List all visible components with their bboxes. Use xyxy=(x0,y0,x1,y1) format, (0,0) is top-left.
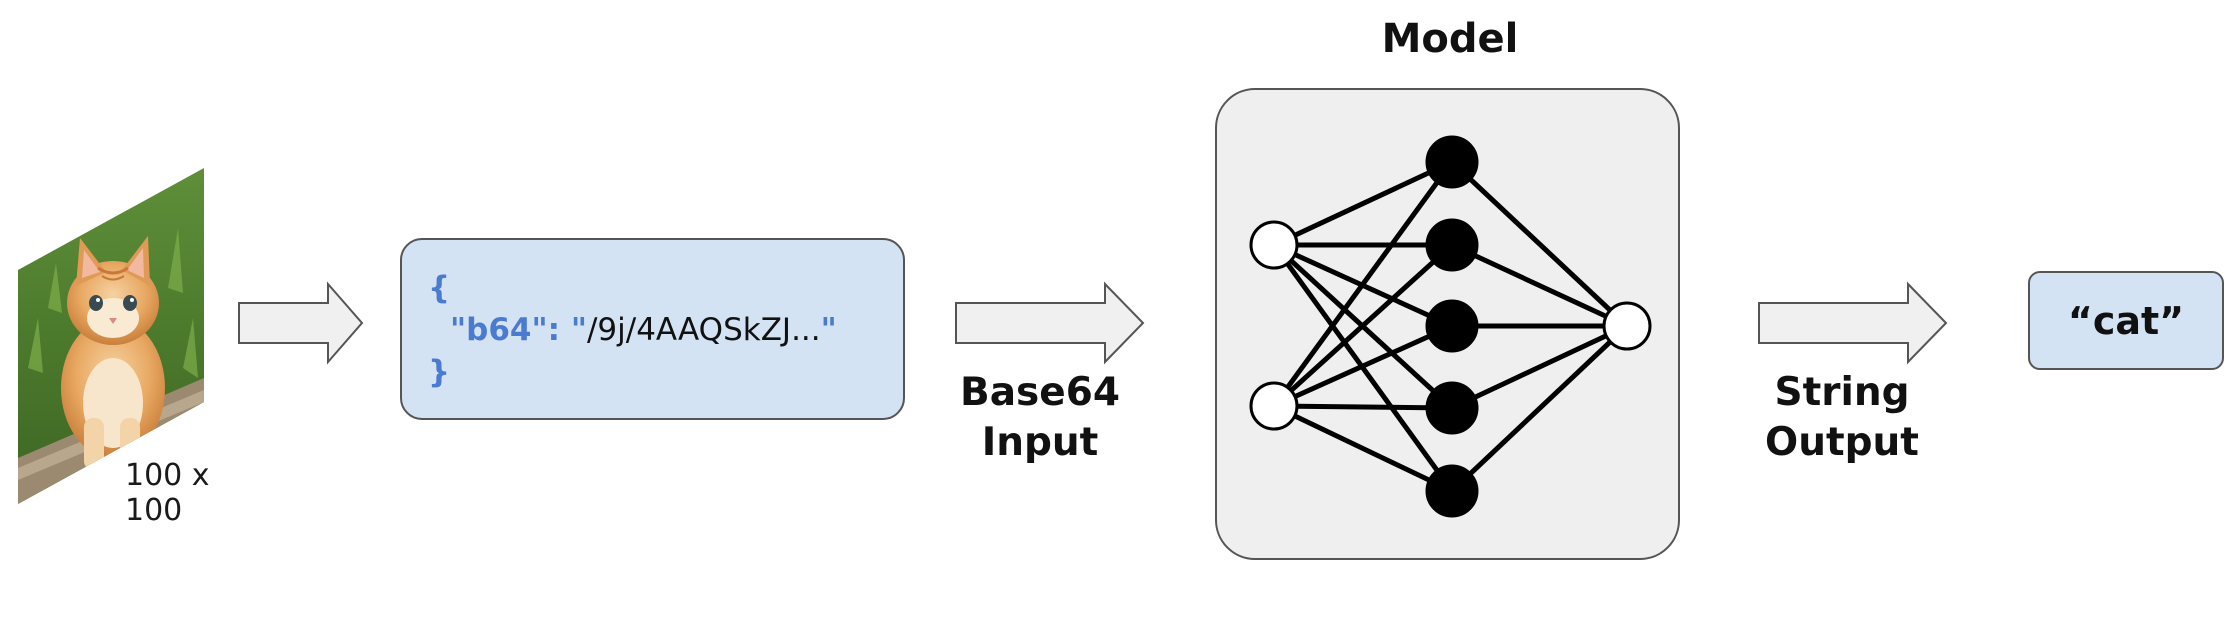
neural-network-icon xyxy=(1249,135,1652,518)
hidden-node xyxy=(1425,381,1479,435)
image-size-label: 100 x 100 xyxy=(125,458,210,528)
json-key-value-line: "b64": "/9j/4AAQSkZJ..." xyxy=(450,312,837,348)
arrow-right-icon xyxy=(955,281,1145,365)
base64-input-label-line1: Base64 xyxy=(960,370,1120,415)
arrow-right-icon xyxy=(238,281,364,365)
json-key: "b64": xyxy=(450,312,561,348)
output-node xyxy=(1602,301,1652,351)
json-value-quote-close: " xyxy=(820,312,837,348)
input-node xyxy=(1249,220,1299,270)
model-title: Model xyxy=(1381,16,1519,62)
json-close-brace: } xyxy=(428,354,451,390)
network-edges xyxy=(1271,159,1629,494)
hidden-node xyxy=(1425,218,1479,272)
kitten-image-graphic xyxy=(18,168,204,504)
model-box xyxy=(1215,88,1680,560)
hidden-node xyxy=(1425,464,1479,518)
arrow-right-icon xyxy=(1758,281,1948,365)
base64-input-label: Base64 Input xyxy=(940,368,1140,468)
output-value: “cat” xyxy=(2067,298,2185,343)
string-output-label: String Output xyxy=(1742,368,1942,468)
base64-input-label-line2: Input xyxy=(981,420,1099,465)
string-output-label-line2: Output xyxy=(1765,420,1919,465)
base64-json-box: { "b64": "/9j/4AAQSkZJ..." } xyxy=(400,238,905,420)
string-output-label-line1: String xyxy=(1774,370,1910,415)
hidden-node xyxy=(1425,135,1479,189)
json-value-quote-open: " xyxy=(570,312,587,348)
kitten-image xyxy=(18,168,204,504)
output-box: “cat” xyxy=(2028,271,2224,370)
input-node xyxy=(1249,381,1299,431)
hidden-node xyxy=(1425,299,1479,353)
json-value: /9j/4AAQSkZJ... xyxy=(586,312,821,348)
json-open-brace: { xyxy=(428,270,451,306)
